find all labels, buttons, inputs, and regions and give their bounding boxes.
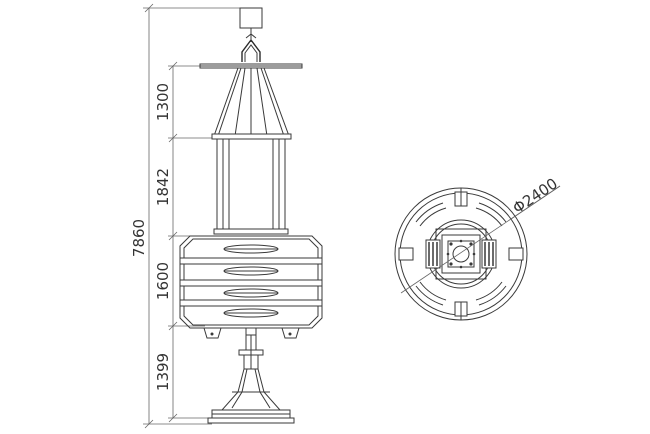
buoy-elevation: [179, 7, 323, 424]
tail-tube: [207, 334, 295, 424]
tail-tube-height-label: 1399: [154, 353, 172, 391]
day-mark-height-label: 1842: [154, 168, 172, 206]
buoy-plan-view: [394, 185, 561, 321]
lantern-box: [239, 7, 263, 29]
dimension-lines: [143, 3, 240, 429]
light-tower-height-label: 1300: [154, 83, 172, 121]
lifting-eye: [241, 33, 261, 62]
day-mark: [213, 138, 289, 235]
light-tower: [211, 67, 292, 140]
diameter-label: Φ2400: [509, 174, 561, 217]
total-height-label: 7860: [130, 219, 148, 257]
float-body: [179, 235, 323, 339]
float-body-height-label: 1600: [154, 262, 172, 300]
